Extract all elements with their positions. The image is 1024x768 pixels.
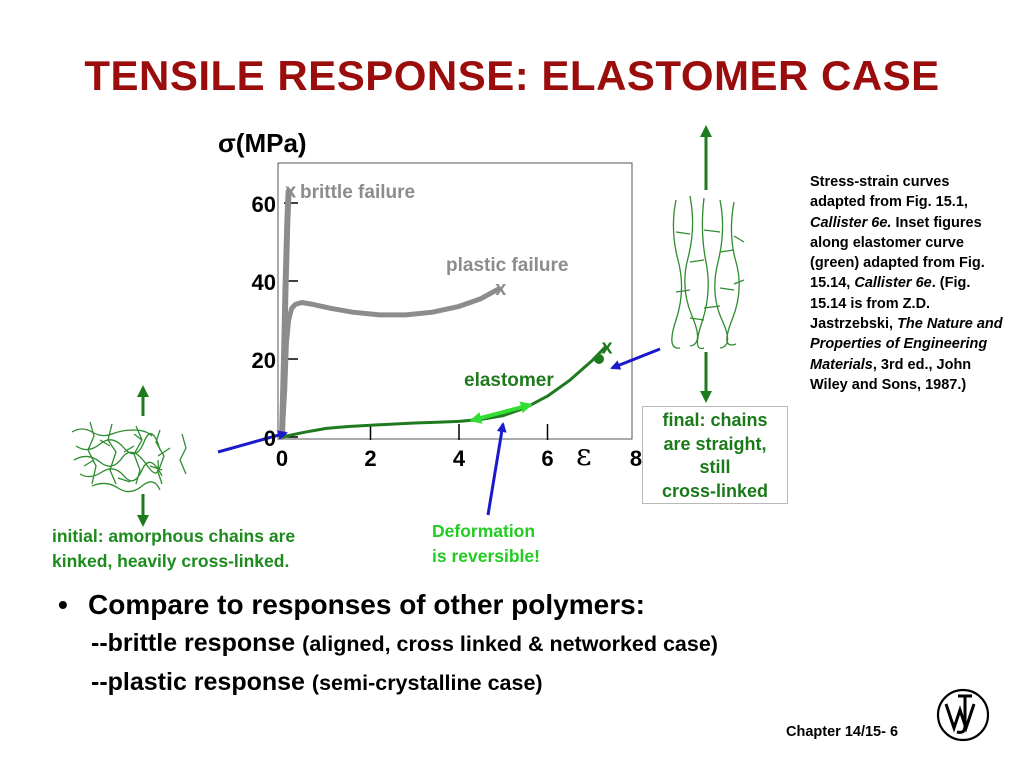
initial-note-line: initial: amorphous chains are bbox=[52, 526, 296, 546]
x-tick-label: 8 bbox=[630, 446, 642, 471]
x-tick-label: 0 bbox=[276, 446, 288, 471]
chapter-footer: Chapter 14/15- 6 bbox=[786, 724, 899, 740]
bullet-sub-plastic: --plastic response (semi-crystalline cas… bbox=[58, 663, 718, 702]
y-tick-label: 40 bbox=[252, 270, 276, 295]
publisher-logo bbox=[936, 688, 990, 742]
initial-note-line: kinked, heavily cross-linked. bbox=[52, 551, 290, 571]
bullet-dot: • bbox=[58, 589, 68, 620]
elastomer-failure-point bbox=[594, 354, 605, 364]
x-tick-label: 4 bbox=[453, 446, 466, 471]
final-box-line: final: chains bbox=[662, 410, 768, 430]
amorphous-chains-illustration bbox=[71, 421, 187, 493]
failure-x-marker: x bbox=[495, 278, 506, 300]
straight-chains-illustration bbox=[671, 195, 745, 350]
curve-plastic-failure bbox=[279, 286, 502, 440]
elastomer-label: elastomer bbox=[464, 370, 554, 391]
caption-book-title: The Nature and Properties of Engineering… bbox=[810, 316, 1003, 373]
failure-x-marker: x bbox=[601, 336, 612, 358]
initial-state-note: initial: amorphous chains are kinked, he… bbox=[52, 524, 362, 574]
deform-note-line: Deformation bbox=[432, 521, 536, 541]
x-tick-label: 2 bbox=[364, 446, 376, 471]
caption-book-title: Callister 6e bbox=[854, 275, 932, 292]
initial-pointer-arrow bbox=[217, 430, 288, 454]
final-state-box: final: chains are straight, still cross-… bbox=[642, 406, 788, 504]
brittle-failure-label: brittle failure bbox=[300, 182, 415, 203]
bullet-sub-brittle: --brittle response (aligned, cross linke… bbox=[58, 624, 718, 663]
caption-book-title: Callister 6e. bbox=[810, 214, 892, 231]
x-tick-label: 6 bbox=[541, 446, 553, 471]
x-axis-label: ε bbox=[576, 438, 592, 473]
caption-text: . (Fig. 15.14 is from Z.D. Jastrzebski, bbox=[810, 275, 971, 333]
y-tick-label: 20 bbox=[252, 348, 276, 373]
final-box-line: still bbox=[699, 457, 731, 477]
bullet-main-text: Compare to responses of other polymers: bbox=[88, 589, 646, 620]
final-box-line: are straight, bbox=[663, 433, 767, 454]
plot-frame bbox=[277, 162, 633, 440]
final-box-line: cross-linked bbox=[661, 480, 769, 501]
y-axis-label: σ(MPa) bbox=[218, 128, 307, 158]
bullet-list: • Compare to responses of other polymers:… bbox=[58, 586, 718, 702]
plastic-failure-label: plastic failure bbox=[446, 255, 569, 276]
reversible-double-arrow bbox=[469, 401, 533, 424]
caption-text: , 3rd ed., John Wiley and Sons, 1987.) bbox=[810, 356, 972, 393]
sub-bold: --plastic response bbox=[91, 668, 305, 696]
curve-elastomer bbox=[280, 345, 607, 439]
bullet-main: • Compare to responses of other polymers: bbox=[58, 586, 718, 624]
failure-x-marker: x bbox=[285, 180, 296, 202]
sub-paren: (semi-crystalline case) bbox=[311, 671, 543, 695]
deformation-pointer-arrow bbox=[486, 422, 507, 516]
y-tick-label: 60 bbox=[252, 192, 276, 217]
sub-paren: (aligned, cross linked & networked case) bbox=[302, 632, 718, 656]
slide-title: TENSILE RESPONSE: ELASTOMER CASE bbox=[84, 52, 940, 99]
deformation-note: Deformation is reversible! bbox=[432, 519, 540, 569]
y-tick-label: 0 bbox=[264, 426, 276, 451]
caption-text: Stress-strain curves adapted from Fig. 1… bbox=[810, 174, 968, 211]
final-pointer-arrow bbox=[610, 347, 661, 370]
sub-bold: --brittle response bbox=[91, 629, 296, 657]
caption-text: Inset figures along elastomer curve (gre… bbox=[810, 214, 985, 292]
figure-caption: Stress-strain curves adapted from Fig. 1… bbox=[810, 172, 1006, 395]
deform-note-line: is reversible! bbox=[432, 546, 540, 566]
